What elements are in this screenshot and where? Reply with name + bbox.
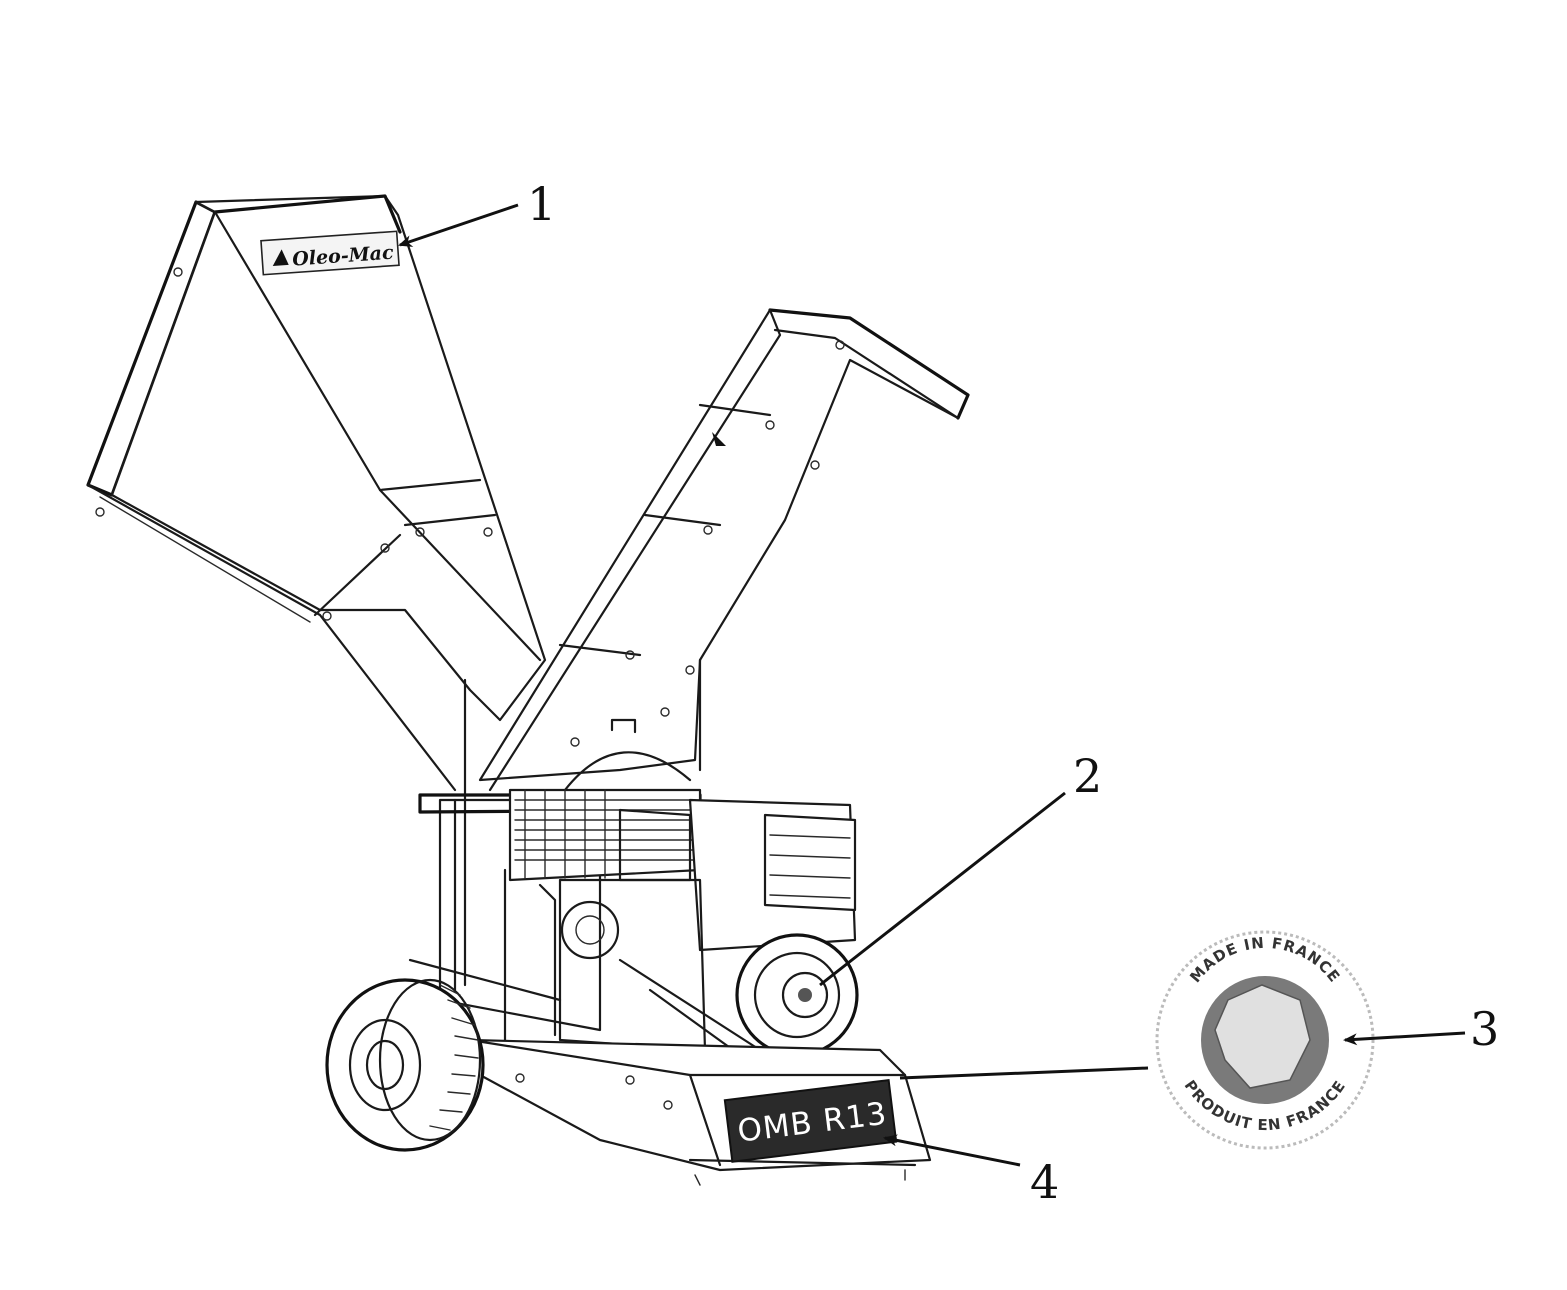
model-plate: OMB R13	[723, 1079, 898, 1163]
callout-1: 1	[527, 177, 556, 231]
leader-line-1	[398, 203, 519, 247]
engine	[508, 788, 859, 1057]
leader-line-3	[1343, 1031, 1466, 1046]
leader-line-3b	[899, 1066, 1149, 1080]
made-in-france-seal: MADE IN FRANCE PRODUIT EN FRANCE	[1155, 930, 1375, 1150]
callout-labels: 1 2 3 4	[527, 177, 1499, 1209]
leader-line-2	[819, 791, 1066, 987]
discharge-chute	[478, 308, 970, 792]
intake-hopper	[86, 194, 547, 792]
callout-2: 2	[1073, 749, 1102, 803]
brand-plate: Oleo-Mac	[260, 230, 400, 276]
leader-line-4	[883, 1134, 1021, 1167]
callout-3: 3	[1470, 1002, 1499, 1056]
callout-leaders	[398, 203, 1466, 1167]
callout-4: 4	[1030, 1155, 1059, 1209]
wheel	[325, 978, 485, 1152]
